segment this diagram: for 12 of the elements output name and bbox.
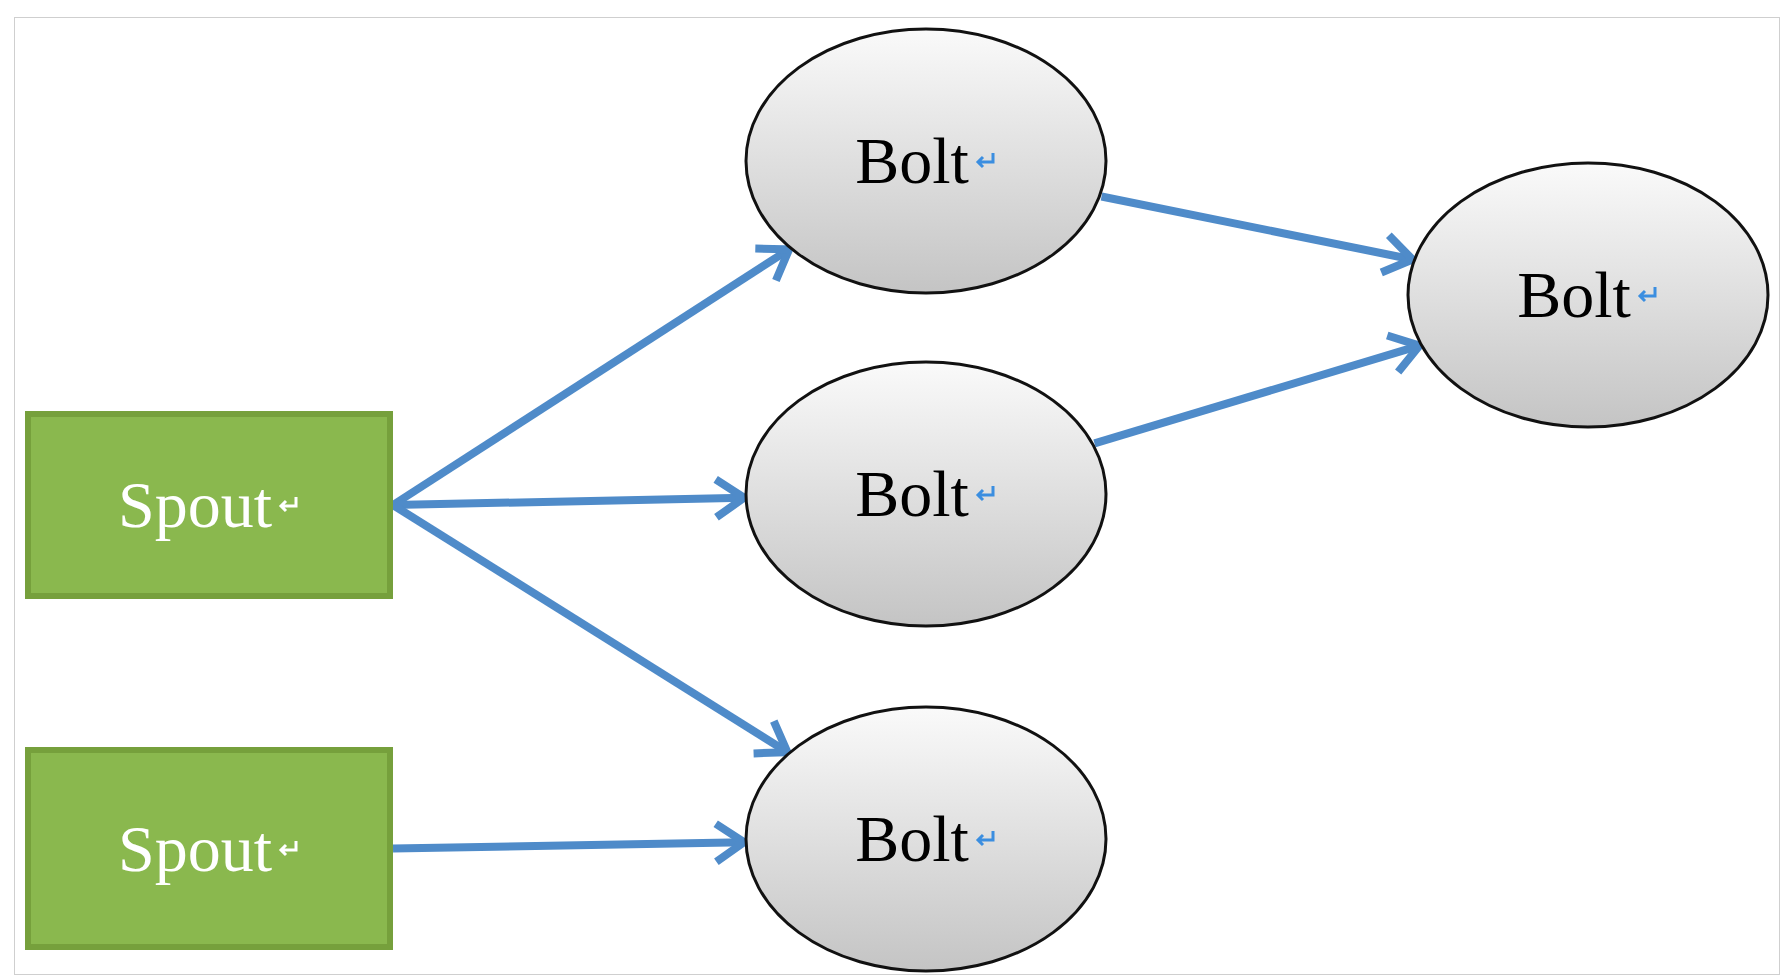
arrow — [1093, 331, 1424, 448]
bolt-ellipse — [744, 27, 1108, 295]
spout-box — [25, 411, 393, 599]
bolt-ellipse — [744, 360, 1108, 628]
node-label: Bolt — [1517, 262, 1631, 328]
arrow — [1100, 192, 1417, 277]
bolt-ellipse — [1406, 161, 1770, 429]
node-label: Bolt — [855, 806, 969, 872]
spout-box — [25, 747, 393, 950]
node-label: Bolt — [855, 461, 969, 527]
node-label: Bolt — [855, 128, 969, 194]
bolt-ellipse — [744, 705, 1108, 973]
